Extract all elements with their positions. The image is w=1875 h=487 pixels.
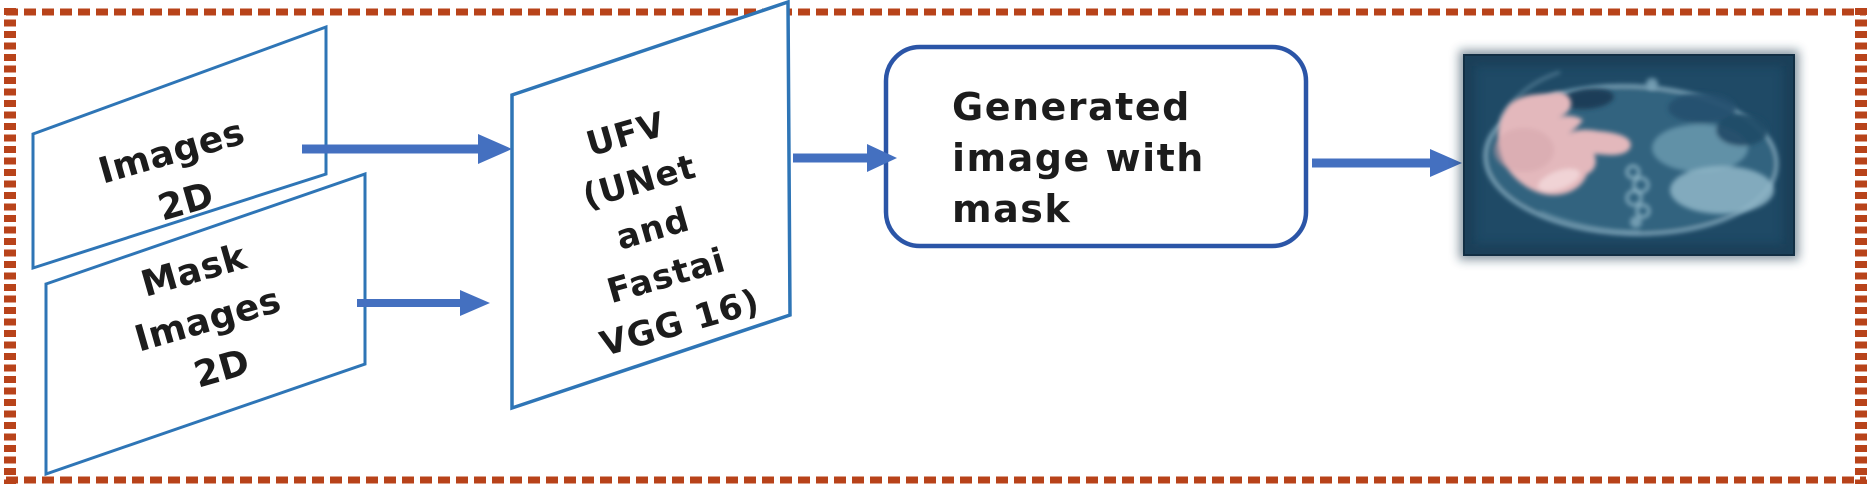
generated-image-label: Generated image with mask [952, 85, 1205, 231]
ct-vertebra [1625, 164, 1641, 180]
dashed-border [4, 8, 1867, 484]
mask-images-2d-shape [44, 171, 367, 477]
flow-arrows [302, 134, 1462, 316]
generated-image-label-line3: mask [952, 187, 1071, 231]
ct-organ-region [1716, 114, 1768, 146]
ct-vertebra [1625, 189, 1643, 207]
ct-internal-organs [1498, 70, 1774, 234]
arrow-mask-to-ufv [357, 290, 490, 316]
ct-vertebra [1635, 203, 1651, 219]
images-2d-shape [31, 24, 328, 271]
ct-stomach-pocket [1562, 88, 1614, 110]
liver-mask [1494, 92, 1631, 196]
ct-organ-region [1670, 166, 1774, 214]
arrow-ufv-to-generated [793, 144, 897, 172]
liver-mask-shade [1494, 128, 1554, 172]
ct-organ-region [1668, 93, 1736, 123]
ct-vignette [1459, 50, 1799, 260]
ct-bottom-tissue-line [1539, 210, 1641, 234]
ct-vertebra [1630, 216, 1642, 228]
ct-vertebra [1632, 176, 1650, 194]
ct-scan-output-image [1459, 50, 1799, 260]
ct-marker-dot [1646, 78, 1658, 90]
arrow-images-to-ufv [302, 134, 512, 164]
generated-image-label-line2: image with [952, 136, 1205, 180]
liver-mask-highlight [1538, 168, 1580, 192]
ufv-shape [510, 0, 792, 411]
arrow-generated-to-output [1312, 149, 1462, 177]
generated-image-label-line1: Generated [952, 85, 1191, 129]
generated-image-box [883, 44, 1309, 249]
ct-spine [1625, 164, 1651, 228]
